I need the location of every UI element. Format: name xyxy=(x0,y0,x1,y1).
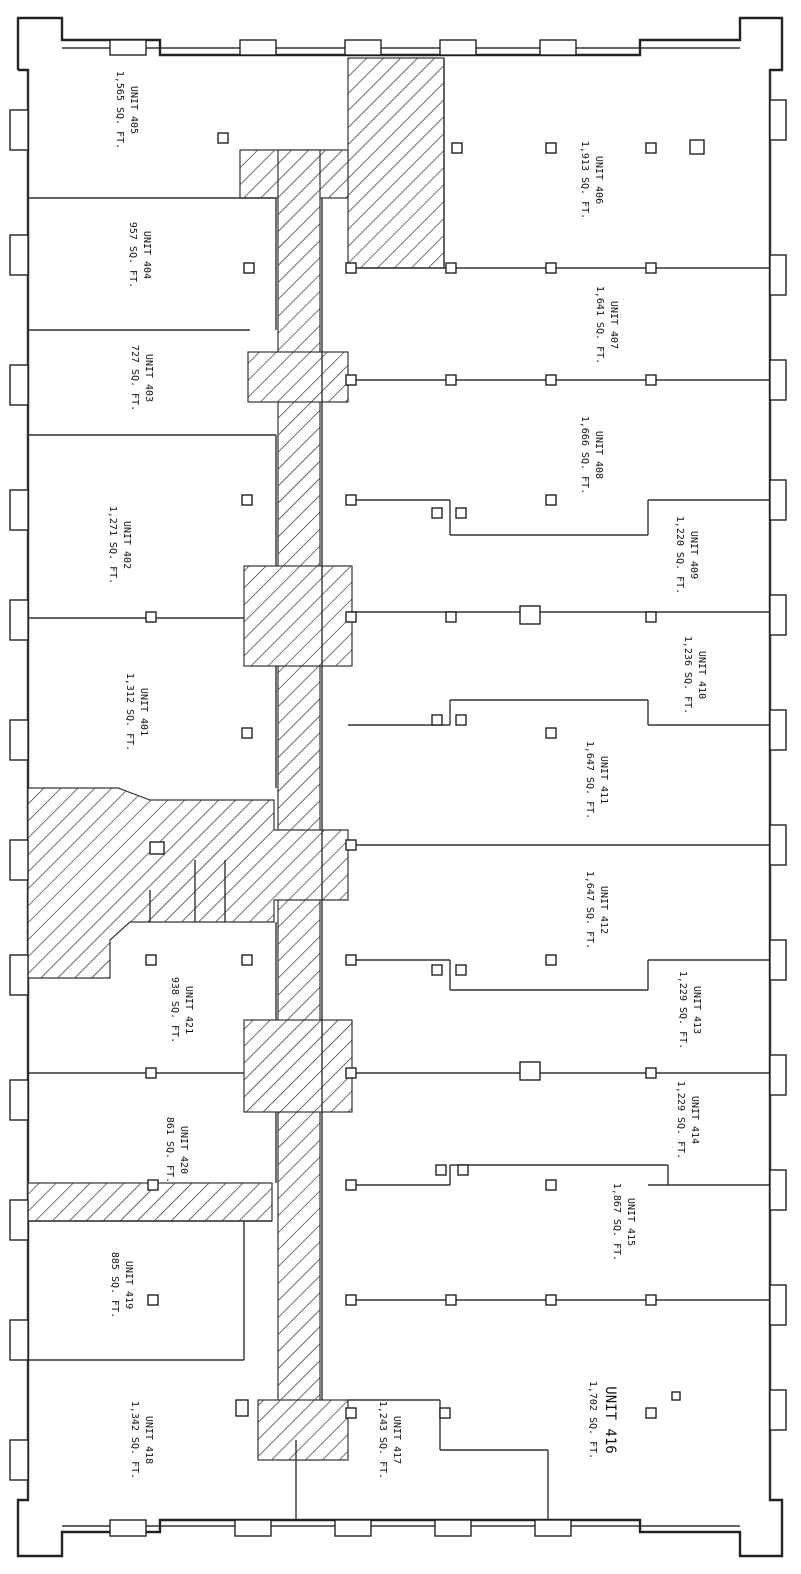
unit-403-name: UNIT 403 xyxy=(143,354,154,402)
unit-406-name: UNIT 406 xyxy=(593,156,604,204)
unit-420-name: UNIT 420 xyxy=(178,1126,189,1174)
unit-410-name: UNIT 410 xyxy=(696,651,707,699)
unit-407-area: 1,641 SQ. FT. xyxy=(594,286,605,364)
windows xyxy=(9,39,787,1537)
unit-407-name: UNIT 407 xyxy=(608,301,619,349)
unit-415-area: 1,867 SQ. FT. xyxy=(611,1183,622,1261)
right-bank-partitions xyxy=(321,58,770,1520)
unit-404-area: 957 SQ. FT. xyxy=(127,222,138,288)
unit-404-name: UNIT 404 xyxy=(141,231,152,279)
unit-402-area: 1,271 SQ. FT. xyxy=(107,506,118,584)
unit-411-area: 1,647 SQ. FT. xyxy=(584,741,595,819)
unit-409-name: UNIT 409 xyxy=(688,531,699,579)
unit-418-name: UNIT 418 xyxy=(143,1416,154,1464)
unit-416-name: UNIT 416 xyxy=(602,1386,618,1453)
unit-401-area: 1,312 SQ. FT. xyxy=(124,673,135,751)
unit-labels: UNIT 405 1,565 SQ. FT. UNIT 404 957 SQ. … xyxy=(107,71,707,1479)
unit-419-area: 885 SQ. FT. xyxy=(109,1252,120,1318)
exterior-walls xyxy=(16,16,784,1558)
unit-414-area: 1,229 SQ. FT. xyxy=(675,1081,686,1159)
unit-417-name: UNIT 417 xyxy=(391,1416,402,1464)
left-bank-partitions xyxy=(28,197,297,1520)
unit-413-name: UNIT 413 xyxy=(691,986,702,1034)
structural-columns xyxy=(145,132,705,1419)
unit-412-area: 1,647 SQ. FT. xyxy=(584,871,595,949)
unit-413-area: 1,229 SQ. FT. xyxy=(677,971,688,1049)
unit-419-name: UNIT 419 xyxy=(123,1261,134,1309)
unit-409-area: 1,220 SQ. FT. xyxy=(674,516,685,594)
unit-408-area: 1,666 SQ. FT. xyxy=(579,416,590,494)
unit-408-name: UNIT 408 xyxy=(593,431,604,479)
unit-412-name: UNIT 412 xyxy=(598,886,609,934)
unit-421-area: 938 SQ. FT. xyxy=(169,977,180,1043)
unit-406-area: 1,913 SQ. FT. xyxy=(579,141,590,219)
unit-416-area: 1,702 SQ. FT. xyxy=(587,1381,598,1459)
common-areas xyxy=(27,57,445,1461)
unit-421-name: UNIT 421 xyxy=(183,986,194,1034)
unit-420-area: 861 SQ. FT. xyxy=(164,1117,175,1183)
unit-418-area: 1,342 SQ. FT. xyxy=(129,1401,140,1479)
unit-410-area: 1,236 SQ. FT. xyxy=(682,636,693,714)
unit-417-area: 1,243 SQ. FT. xyxy=(377,1401,388,1479)
unit-401-name: UNIT 401 xyxy=(138,688,149,736)
unit-405-area: 1,565 SQ. FT. xyxy=(114,71,125,149)
unit-405-name: UNIT 405 xyxy=(128,86,139,134)
unit-415-name: UNIT 415 xyxy=(625,1198,636,1246)
unit-414-name: UNIT 414 xyxy=(689,1096,700,1144)
unit-403-area: 727 SQ. FT. xyxy=(129,345,140,411)
unit-411-name: UNIT 411 xyxy=(598,756,609,804)
unit-402-name: UNIT 402 xyxy=(121,521,132,569)
